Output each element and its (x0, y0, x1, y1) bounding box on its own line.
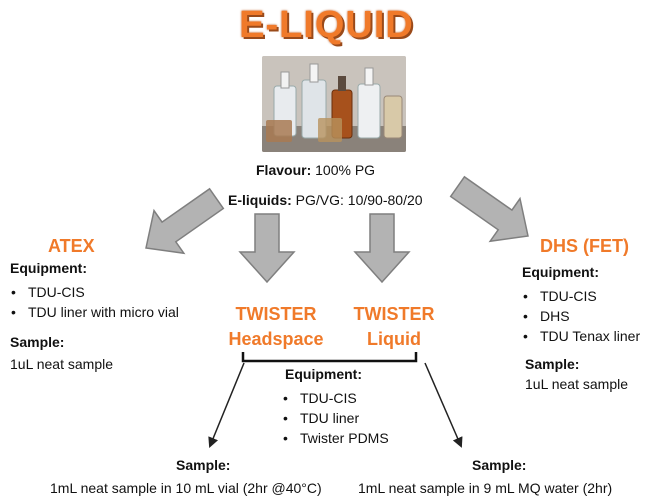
arrow-to-dhs (449, 175, 529, 243)
atex-title: ATEX (48, 236, 95, 256)
eliquids-line: E-liquids: PG/VG: 10/90-80/20 (228, 192, 423, 208)
list-item: TDU Tenax liner (522, 326, 640, 346)
arrow-to-sample-liquid (424, 362, 463, 448)
list-item: DHS (522, 306, 640, 326)
eliquids-value: PG/VG: 10/90-80/20 (295, 192, 423, 208)
sample-headspace-value: 1mL neat sample in 10 mL vial (2hr @40°C… (50, 480, 322, 496)
arrow-to-atex (145, 187, 225, 255)
dhs-title: DHS (FET) (540, 236, 629, 256)
list-item: TDU-CIS (10, 282, 179, 302)
dhs-sample-label: Sample: (525, 356, 580, 372)
page-title: E-LIQUID (239, 4, 414, 46)
twister-equipment-label: Equipment: (285, 366, 362, 382)
flavour-label: Flavour: (256, 162, 312, 178)
twister-liquid-line2: Liquid (367, 329, 421, 349)
atex-sample-value: 1uL neat sample (10, 356, 113, 372)
list-item: TDU liner (282, 408, 389, 428)
twister-headspace-line1: TWISTER (235, 304, 317, 324)
dhs-sample-value: 1uL neat sample (525, 376, 628, 392)
sample-liquid-value: 1mL neat sample in 9 mL MQ water (2hr) (358, 480, 613, 496)
sample-headspace-label: Sample: (176, 457, 231, 473)
atex-equipment-label: Equipment: (10, 260, 87, 276)
twister-headspace-title: TWISTER Headspace (220, 302, 332, 352)
flavour-line: Flavour: 100% PG (256, 162, 375, 178)
list-item: TDU liner with micro vial (10, 302, 179, 322)
list-item: Twister PDMS (282, 428, 389, 448)
eliquids-label: E-liquids: (228, 192, 292, 208)
arrow-to-twister-headspace (238, 213, 296, 284)
dhs-equipment-list: TDU-CIS DHS TDU Tenax liner (522, 286, 640, 346)
twister-equipment-list: TDU-CIS TDU liner Twister PDMS (282, 388, 389, 448)
list-item: TDU-CIS (282, 388, 389, 408)
list-item: TDU-CIS (522, 286, 640, 306)
atex-sample-label: Sample: (10, 334, 65, 350)
arrow-to-twister-liquid (353, 213, 411, 284)
twister-headspace-line2: Headspace (228, 329, 324, 349)
atex-equipment-list: TDU-CIS TDU liner with micro vial (10, 282, 179, 322)
twister-bracket (241, 352, 418, 363)
dhs-equipment-label: Equipment: (522, 264, 599, 280)
sample-liquid-label: Sample: (472, 457, 527, 473)
twister-liquid-line1: TWISTER (353, 304, 435, 324)
flavour-value: 100% PG (315, 162, 376, 178)
e-liquid-bottles-image (262, 56, 406, 152)
arrow-to-sample-headspace (208, 362, 245, 448)
twister-liquid-title: TWISTER Liquid (338, 302, 450, 352)
